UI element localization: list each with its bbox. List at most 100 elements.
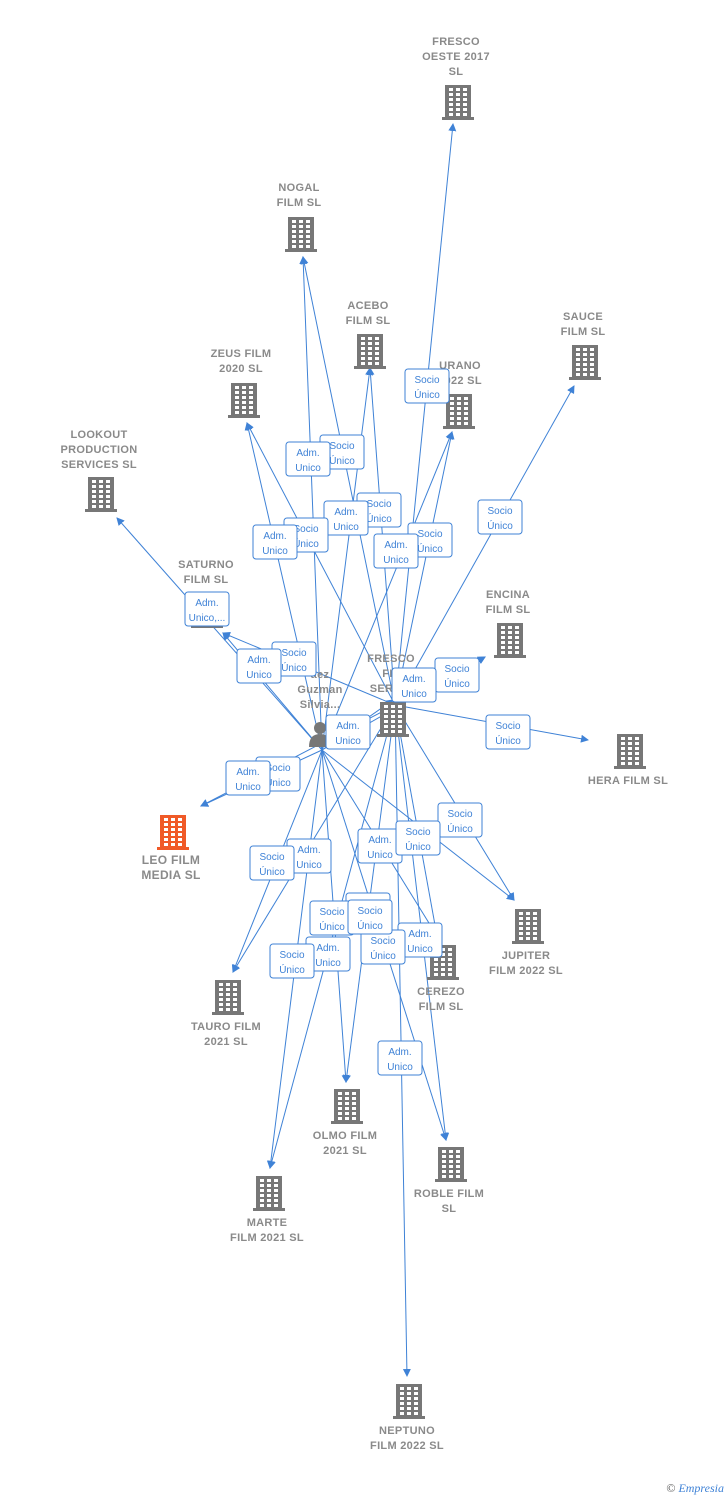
edge-label-line: Único (279, 963, 305, 976)
edge-label[interactable]: Adm. Unico (373, 533, 419, 569)
footer-brand[interactable]: ©Empresia (666, 1481, 724, 1496)
edge-label-line: Adm. (384, 540, 407, 551)
edge-label[interactable]: Adm. Unico (391, 667, 437, 703)
node-label: 2021 SL (323, 1145, 367, 1157)
edge-label-box (404, 368, 450, 404)
edge-label-box (184, 591, 230, 627)
edge-label-box (391, 667, 437, 703)
node-encina[interactable]: ENCINA FILM SL (486, 589, 531, 658)
node-label: FILM SL (486, 604, 531, 616)
edge-label[interactable]: Adm.Unico,... (184, 591, 230, 627)
edge-label-line: Adm. (263, 531, 286, 542)
edge-label-box (236, 648, 282, 684)
edge-label-line: Adm. (247, 655, 270, 666)
node-acebo[interactable]: ACEBO FILM SL (346, 300, 391, 369)
node-label: HERA FILM SL (588, 775, 668, 787)
edge-label-line: Socio (495, 721, 520, 732)
edge-label-line: Socio (414, 375, 439, 386)
node-label: FILM SL (419, 1001, 464, 1013)
node-label: FILM SL (277, 197, 322, 209)
building-icon (614, 734, 646, 769)
edge-label-box (285, 441, 331, 477)
building-icon (393, 1384, 425, 1419)
edge-fresco-film-to-sauce (394, 385, 575, 706)
edge-label-line: Adm. (368, 835, 391, 846)
node-label: PRODUCTION (61, 444, 138, 456)
node-label: FILM SL (184, 574, 229, 586)
node-label: FRESCO (367, 653, 415, 665)
edge-label-line: Unico (315, 958, 341, 969)
node-label: LOOKOUT (70, 429, 127, 441)
edge-label[interactable]: Adm.Unico (325, 714, 371, 750)
node-label: SAUCE (563, 311, 603, 323)
edge-label-box (395, 820, 441, 856)
edge-label-box (377, 1040, 423, 1076)
node-label: NOGAL (278, 182, 319, 194)
edge-label-line: Socio (487, 506, 512, 517)
node-label: ACEBO (347, 300, 388, 312)
node-label: FILM SL (346, 315, 391, 327)
brand-logo: Empresia (678, 1481, 724, 1495)
edge-label-line: Único (259, 865, 285, 878)
node-hera[interactable]: HERA FILM SL (588, 734, 668, 787)
edge-label-line: Adm. (408, 929, 431, 940)
node-nogal[interactable]: NOGAL FILM SL (277, 182, 322, 252)
edge-label-line: Único (370, 949, 396, 962)
edge-label-box (225, 760, 271, 796)
edge-label-line: Unico (383, 555, 409, 566)
edge-label-line: Socio (293, 524, 318, 535)
edge-person-to-acebo (321, 367, 374, 751)
edge-label[interactable]: Adm.Unico (236, 648, 282, 684)
edge-label-line: Adm. (334, 507, 357, 518)
edge-label-line: Unico (367, 850, 393, 861)
edge-label-line: Adm. (388, 1047, 411, 1058)
edge-label-line: Único (495, 734, 521, 747)
edge-label[interactable]: Adm.Unico (285, 441, 331, 477)
node-label: LEO FILM (142, 853, 200, 867)
edge-label-line: Unico (401, 689, 427, 700)
node-label: ENCINA (486, 589, 530, 601)
edge-label[interactable]: Adm. Unico (357, 828, 403, 864)
node-label: NEPTUNO (379, 1425, 435, 1437)
edge-fresco-film-to-zeus (246, 422, 396, 706)
edge-label[interactable]: Adm.Unico (377, 1040, 423, 1076)
edge-label-line: Adm. (402, 674, 425, 685)
node-person[interactable]: aezGuzmanSilvia... (297, 669, 342, 747)
edge-label-line: Socio (417, 529, 442, 540)
node-label: OESTE 2017 (422, 51, 490, 63)
edge-label[interactable]: Adm.Unico (225, 760, 271, 796)
copyright-symbol: © (666, 1481, 676, 1495)
building-icon (228, 383, 260, 418)
edge-label[interactable]: Adm.Unico (252, 524, 298, 560)
edge-label[interactable]: Adm.Unico (323, 500, 369, 536)
edge-label[interactable]: Adm.Unico (305, 936, 351, 972)
